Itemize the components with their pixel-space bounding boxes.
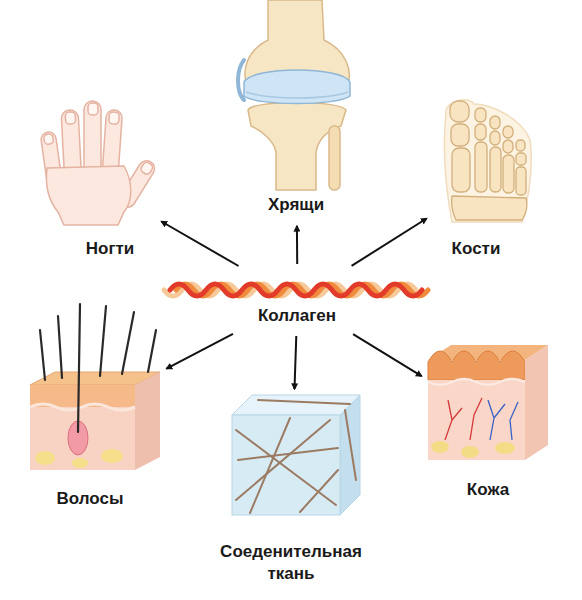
art-shape: [490, 147, 501, 192]
art-shape: [238, 60, 244, 100]
node-label: Коллаген: [258, 305, 336, 327]
art-shape: [445, 398, 482, 440]
arrow-connector: [295, 336, 297, 389]
arrow-connector: [167, 334, 233, 369]
art-shape: [451, 124, 469, 146]
art-shape: [58, 316, 62, 378]
cartilage-node: Хрящи: [230, 0, 362, 222]
art-shape: [503, 140, 513, 153]
art-shape: [300, 470, 338, 512]
foot-bones: [444, 100, 531, 222]
nails-node: Ногти: [28, 98, 158, 266]
hair-skin-block: [30, 304, 160, 470]
art-shape: [236, 420, 330, 500]
art-shape: [452, 196, 527, 220]
art-shape: [40, 304, 156, 432]
art-shape: [43, 134, 53, 145]
art-shape: [101, 449, 123, 463]
art-shape: [461, 446, 479, 458]
art-shape: [40, 330, 45, 380]
art-shape: [444, 100, 531, 222]
art-shape: [340, 395, 360, 515]
arrow-connector: [352, 218, 427, 265]
node-label: Кости: [452, 238, 501, 260]
skin-block: [428, 345, 548, 460]
art-shape: [148, 330, 156, 372]
art-shape: [244, 70, 350, 104]
art-shape: [236, 400, 356, 513]
arrow-connector: [353, 334, 422, 376]
art-shape: [428, 379, 525, 385]
art-shape: [345, 410, 356, 480]
collagen-node: Коллаген: [170, 268, 425, 332]
skin-node: Кожа: [425, 330, 553, 505]
art-shape: [30, 404, 135, 410]
art-shape: [250, 418, 290, 513]
art-shape: [232, 395, 360, 415]
arrow-connector: [161, 222, 238, 266]
art-shape: [258, 400, 350, 404]
art-shape: [488, 400, 518, 440]
art-shape: [516, 140, 525, 151]
art-shape: [30, 407, 135, 470]
art-shape: [503, 126, 513, 138]
node-label: Хрящи: [268, 194, 324, 216]
art-shape: [450, 101, 527, 220]
knee-joint: [238, 0, 350, 190]
art-shape: [428, 380, 525, 460]
art-shape: [46, 166, 130, 225]
node-label: Ногти: [86, 238, 135, 260]
connective-tissue-node: Соеденительная ткань: [195, 393, 387, 593]
art-shape: [88, 103, 98, 115]
node-label: Соеденительная ткань: [206, 541, 376, 585]
art-shape: [238, 448, 338, 460]
collagen-helix: [164, 284, 428, 296]
node-label: Кожа: [467, 479, 509, 501]
art-shape: [248, 103, 346, 191]
hair-node: Волосы: [28, 298, 163, 514]
art-shape: [495, 442, 515, 454]
art-shape: [170, 284, 422, 296]
art-shape: [431, 441, 449, 453]
art-shape: [236, 430, 336, 505]
art-shape: [65, 112, 76, 125]
art-shape: [72, 458, 88, 468]
art-shape: [329, 126, 340, 190]
bones-node: Кости: [430, 96, 542, 266]
art-shape: [78, 304, 80, 432]
art-shape: [135, 372, 160, 470]
art-shape: [503, 155, 514, 193]
hand: [40, 101, 157, 225]
art-shape: [516, 153, 526, 165]
art-shape: [452, 148, 470, 192]
arrow-connector: [296, 226, 298, 264]
node-label: Волосы: [57, 488, 124, 510]
connective-tissue-cube: [232, 395, 360, 515]
art-shape: [122, 312, 134, 374]
art-shape: [246, 92, 348, 98]
art-shape: [475, 142, 487, 192]
art-shape: [109, 112, 120, 125]
art-shape: [35, 451, 55, 465]
art-shape: [232, 415, 340, 515]
art-shape: [475, 108, 486, 122]
art-shape: [100, 306, 106, 376]
art-shape: [516, 167, 526, 195]
art-shape: [140, 161, 154, 176]
art-shape: [525, 345, 548, 460]
art-shape: [428, 351, 525, 380]
art-shape: [475, 124, 486, 140]
art-shape: [490, 116, 500, 129]
art-shape: [450, 101, 469, 122]
art-shape: [490, 131, 500, 145]
